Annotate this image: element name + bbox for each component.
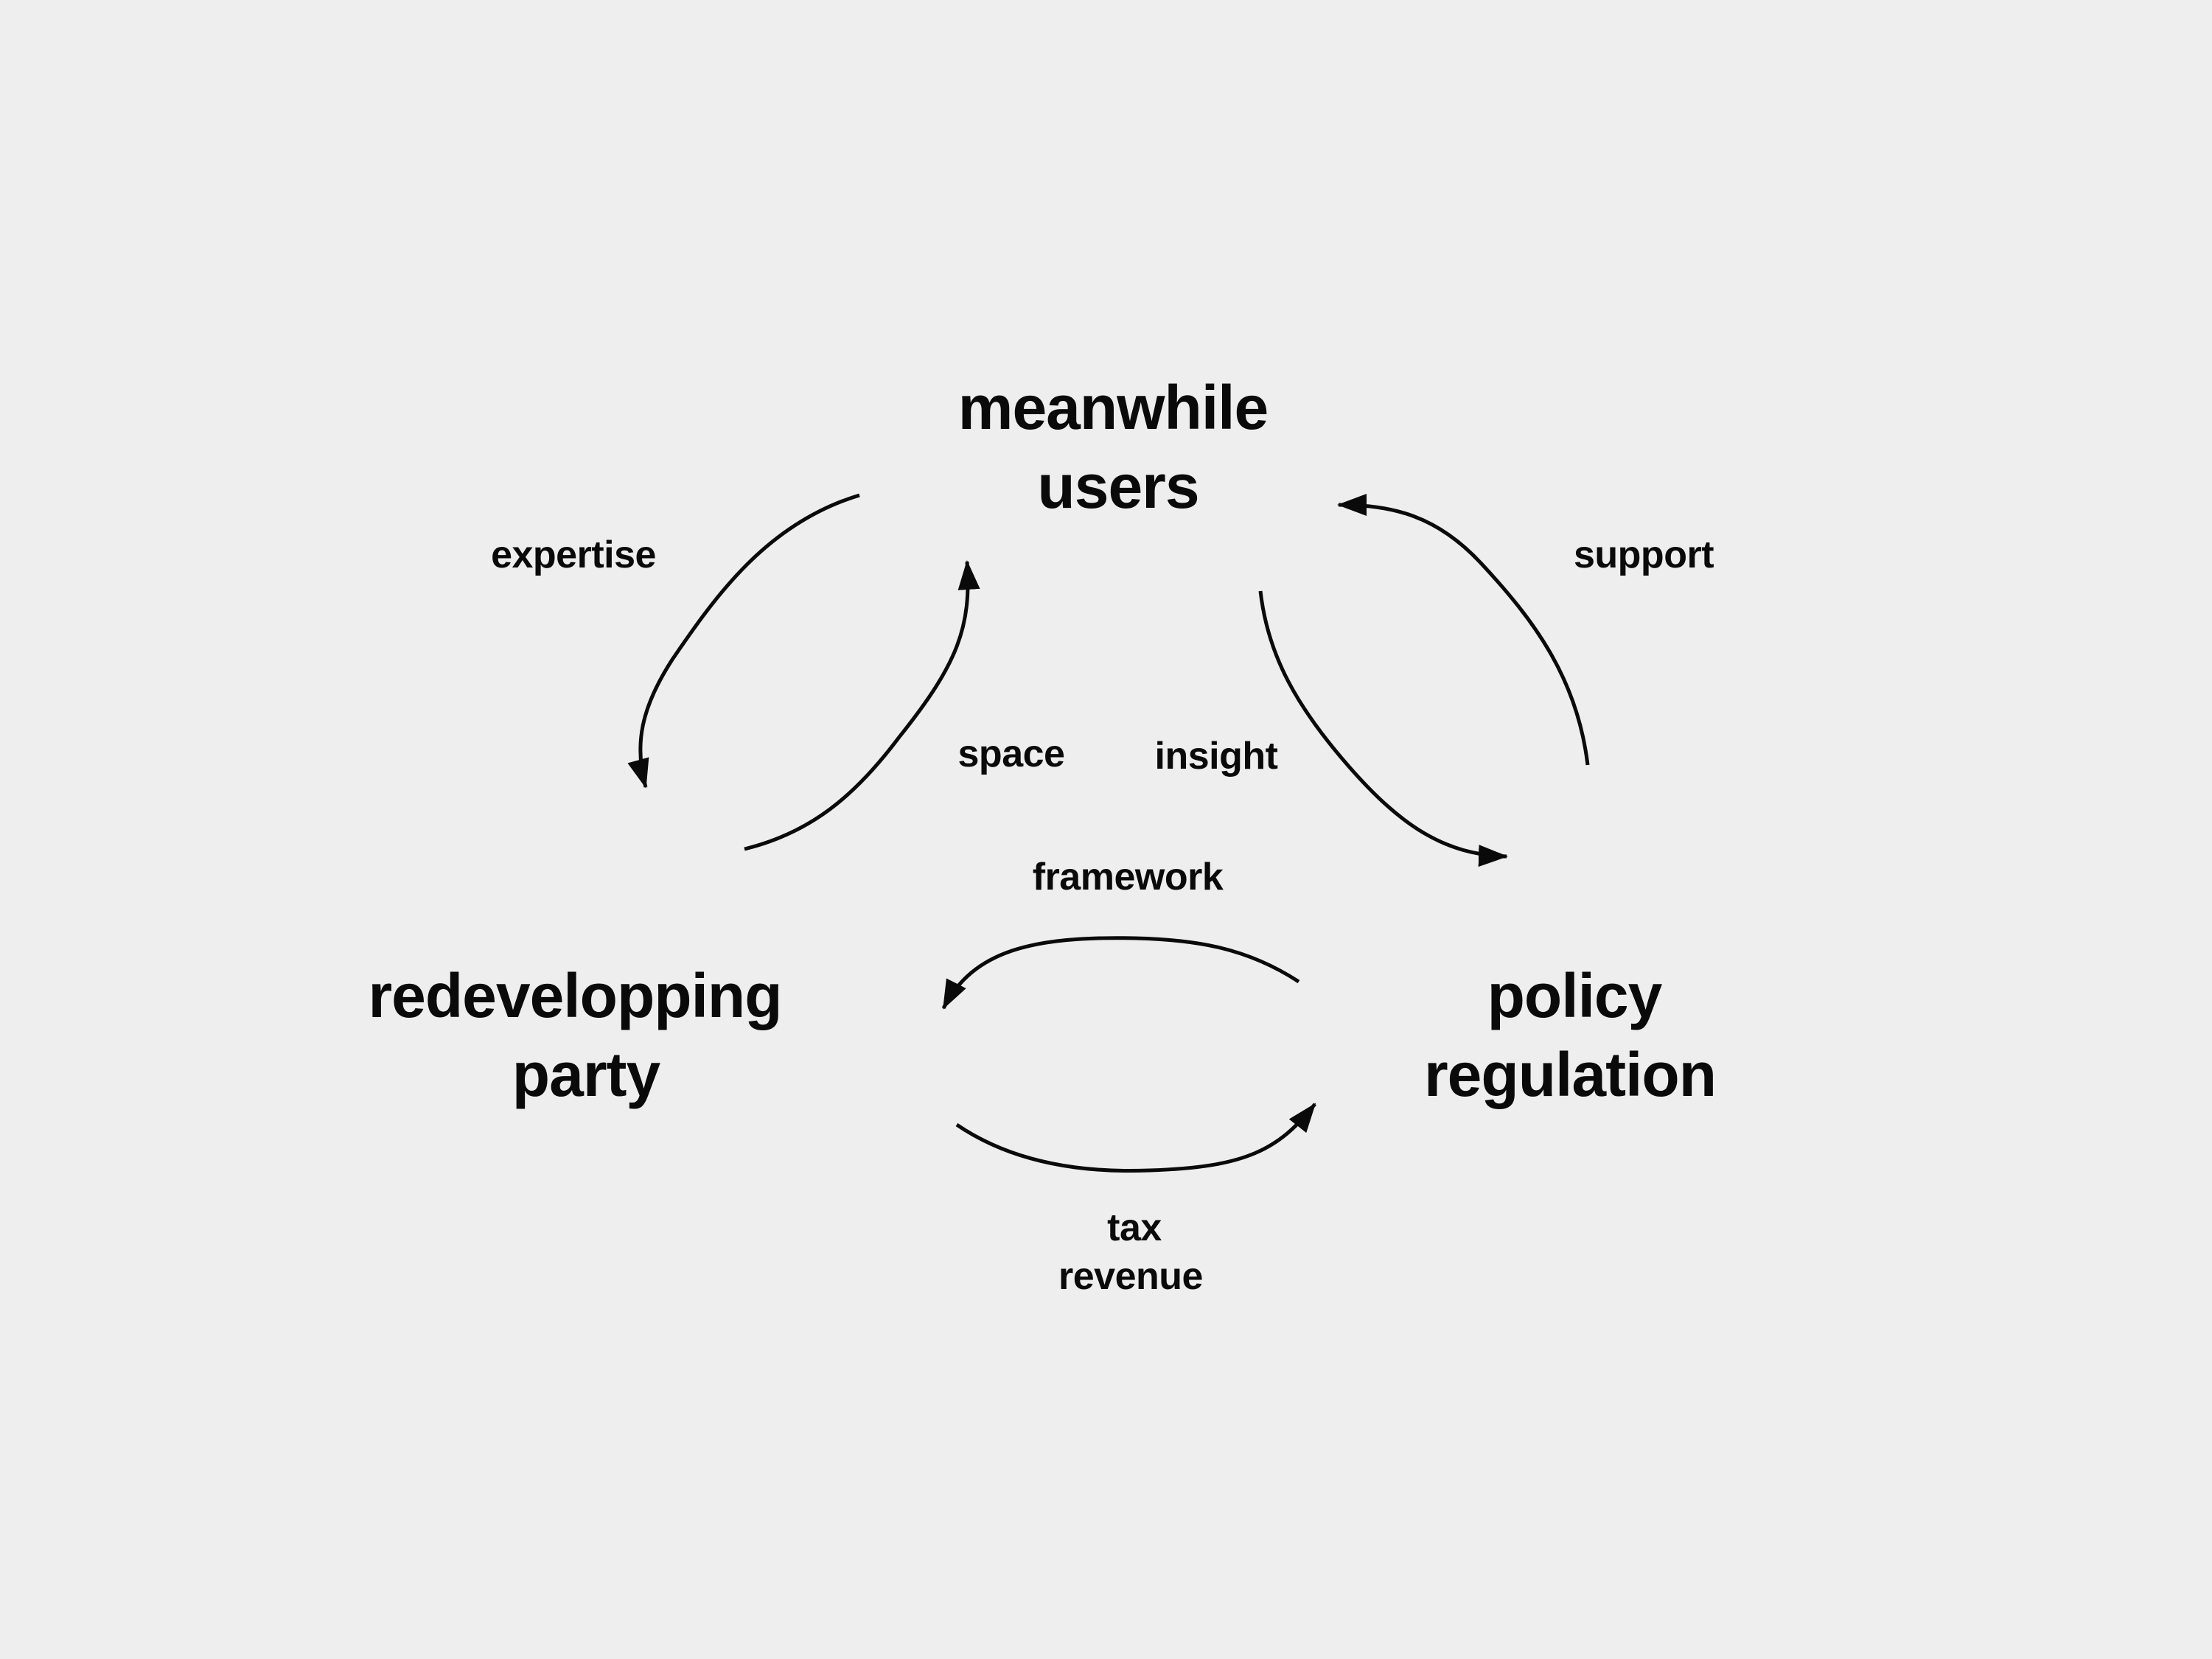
label-expertise: expertise — [491, 534, 656, 576]
node-redevelopping-party-line2: party — [512, 1040, 660, 1109]
arrow-expertise — [627, 493, 860, 789]
node-redevelopping-party-line1: redevelopping — [368, 961, 782, 1030]
node-meanwhile-users-line1: meanwhile — [957, 373, 1269, 442]
label-insight: insight — [1154, 735, 1278, 778]
label-support: support — [1573, 534, 1714, 576]
node-policy-regulation-line2: regulation — [1423, 1040, 1717, 1109]
node-policy-regulation-line1: policy — [1487, 961, 1663, 1030]
arrow-support — [1336, 494, 1590, 766]
arrow-framework — [941, 936, 1300, 1010]
arrow-space — [744, 560, 980, 851]
node-redevelopping-party: redevelopping party — [317, 957, 833, 1114]
node-policy-regulation: policy regulation — [1371, 957, 1769, 1114]
arrow-insight — [1258, 590, 1508, 867]
label-tax-revenue-line1: tax — [1107, 1206, 1162, 1249]
label-tax-revenue: tax revenue — [1020, 1204, 1241, 1301]
label-framework: framework — [1032, 856, 1224, 898]
node-meanwhile-users: meanwhile users — [903, 369, 1323, 526]
label-space: space — [957, 733, 1065, 775]
label-tax-revenue-line2: revenue — [1058, 1255, 1203, 1298]
node-meanwhile-users-line2: users — [1037, 452, 1199, 521]
arrow-tax-revenue — [955, 1103, 1316, 1173]
